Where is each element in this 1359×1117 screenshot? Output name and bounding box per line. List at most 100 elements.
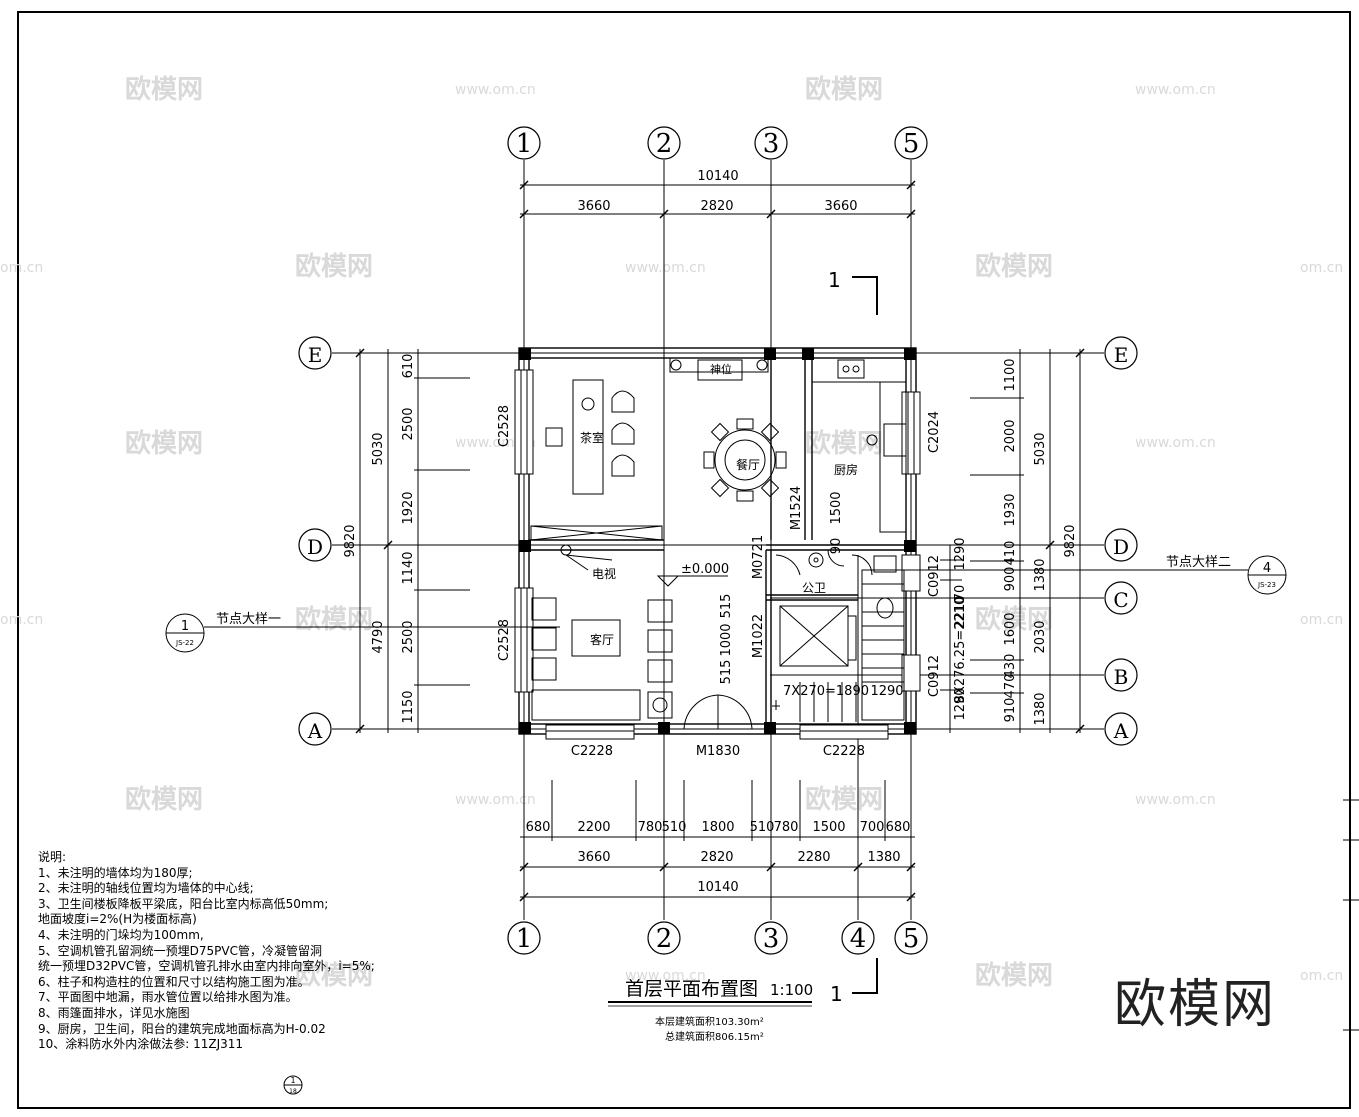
detail-callout-1: 1 JS-22 节点大样一 — [165, 612, 560, 653]
watermark-brand: 欧模网 — [805, 74, 883, 105]
window-c0912-top: C0912 — [927, 555, 942, 597]
svg-text:2030: 2030 — [1033, 620, 1048, 653]
svg-text:1930: 1930 — [1003, 493, 1018, 526]
axis-label-right: A — [1113, 719, 1129, 743]
svg-text:430: 430 — [1003, 654, 1018, 679]
svg-text:70: 70 — [953, 585, 968, 602]
svg-text:5030: 5030 — [371, 432, 386, 465]
shrine-label: 神位 — [710, 362, 732, 376]
svg-text:1500: 1500 — [812, 820, 845, 835]
door-m0721: M0721 — [751, 535, 766, 579]
svg-text:90: 90 — [829, 538, 844, 555]
dining-table — [703, 418, 787, 502]
svg-text:2210: 2210 — [953, 595, 968, 628]
watermark-brand: 欧模网 — [975, 251, 1053, 282]
svg-text:JS-23: JS-23 — [1257, 581, 1276, 589]
watermark-url: www.om.cn — [455, 82, 536, 98]
watermark-url: www.om.cn — [1135, 435, 1216, 451]
svg-text:3660: 3660 — [577, 850, 610, 865]
svg-text:1800: 1800 — [701, 820, 734, 835]
window-c2528-top: C2528 — [497, 405, 512, 447]
tv-cabinet — [530, 525, 663, 571]
watermark-url: www.om.cn — [455, 792, 536, 808]
note-item: 2、未注明的轴线位置均为墙体的中心线; — [38, 881, 254, 896]
svg-text:515: 515 — [719, 594, 734, 619]
svg-text:1290: 1290 — [953, 537, 968, 570]
svg-text:10140: 10140 — [697, 169, 738, 184]
svg-text:900: 900 — [1003, 567, 1018, 592]
axis-label-top: 5 — [903, 129, 920, 159]
note-item: 4、未注明的门垛均为100mm, — [38, 927, 204, 942]
axis-label-left: D — [307, 535, 323, 559]
axis-label-bottom: 4 — [850, 924, 867, 954]
walls — [518, 347, 917, 735]
note-item: 3、卫生间楼板降板平梁底，阳台比室内标高低50mm; — [38, 896, 329, 911]
note-item: 6、柱子和构造柱的位置和尺寸以结构施工图为准。 — [38, 974, 310, 989]
svg-text:515: 515 — [719, 660, 734, 685]
note-reference-symbol: 1 18 — [283, 1075, 303, 1095]
watermark-url: www.om.cn — [625, 260, 706, 276]
svg-text:节点大样二: 节点大样二 — [1166, 555, 1231, 570]
door-m1830: M1830 — [696, 744, 740, 759]
watermark-brand: 欧模网 — [125, 74, 203, 105]
axis-label-right: D — [1113, 535, 1129, 559]
watermark-url: www.om.cn — [1135, 82, 1216, 98]
watermark-brand: 欧模网 — [125, 428, 203, 459]
svg-text:1150: 1150 — [401, 690, 416, 723]
svg-text:1140: 1140 — [401, 551, 416, 584]
axis-label-top: 2 — [656, 129, 673, 159]
svg-text:610: 610 — [401, 354, 416, 379]
notes-heading: 说明: — [38, 850, 67, 864]
tea-table — [545, 379, 635, 495]
elevation-marker — [656, 575, 728, 587]
window-c2228-right: C2228 — [823, 744, 865, 759]
note-item: 9、厨房，卫生间，阳台的建筑完成地面标高为H-0.02 — [38, 1021, 326, 1036]
elevator-shaft — [779, 605, 857, 667]
note-item: 统一预埋D32PVC管，空调机管孔排水由室内排向室外，i=5%; — [38, 959, 375, 974]
svg-text:9820: 9820 — [1063, 524, 1078, 557]
svg-text:780: 780 — [638, 820, 663, 835]
svg-text:4: 4 — [1263, 561, 1271, 576]
axis-label-right: E — [1114, 343, 1129, 367]
dimension-text: 10140 3660 2820 3660 680 2200 780 510 18… — [343, 169, 1078, 895]
room-dining: 餐厅 — [736, 457, 760, 472]
axis-label-top: 1 — [516, 129, 533, 159]
brand-logo: 欧模网 — [1114, 975, 1276, 1035]
watermark-brand: 欧模网 — [295, 251, 373, 282]
watermark-url: om.cn — [1300, 968, 1343, 984]
room-tv: 电视 — [592, 566, 616, 581]
svg-text:780: 780 — [774, 820, 799, 835]
elevation-label: ±0.000 — [681, 562, 729, 577]
detail-callout-2: 4 JS-23 节点大样二 — [876, 555, 1287, 595]
svg-text:8X276.25=2210: 8X276.25=2210 — [953, 597, 968, 704]
axis-label-bottom: 5 — [903, 924, 920, 954]
note-item: 1、未注明的墙体均为180厚; — [38, 865, 193, 880]
watermark-url: om.cn — [0, 612, 43, 628]
note-item: 7、平面图中地漏，雨水管位置以给排水图为准。 — [38, 990, 298, 1005]
dimension-lines — [359, 184, 1081, 898]
note-item: 10、涂料防水外内涂做法参: 11ZJ311 — [38, 1037, 244, 1052]
svg-text:510: 510 — [662, 820, 687, 835]
sofa-set — [531, 597, 673, 721]
watermark-url: om.cn — [0, 260, 43, 276]
svg-text:2820: 2820 — [700, 199, 733, 214]
watermark-brand: 欧模网 — [295, 960, 373, 991]
staircase — [772, 569, 905, 722]
watermark-url: om.cn — [1300, 260, 1343, 276]
svg-text:1000: 1000 — [719, 623, 734, 656]
svg-text:2820: 2820 — [700, 850, 733, 865]
room-living: 客厅 — [590, 632, 614, 647]
svg-text:680: 680 — [526, 820, 551, 835]
title-main: 首层平面布置图 — [625, 978, 758, 1000]
svg-text:4790: 4790 — [371, 620, 386, 653]
svg-text:2500: 2500 — [401, 620, 416, 653]
window-c0912-bottom: C0912 — [927, 655, 942, 697]
svg-text:470: 470 — [1003, 674, 1018, 699]
svg-text:910: 910 — [1003, 698, 1018, 723]
svg-text:2000: 2000 — [1003, 419, 1018, 452]
watermark-brand: 欧模网 — [125, 784, 203, 815]
kitchen-fixtures — [811, 357, 907, 533]
axis-label-left: A — [307, 719, 323, 743]
shrine-cabinet — [669, 357, 769, 381]
window-c2228-left: C2228 — [571, 744, 613, 759]
